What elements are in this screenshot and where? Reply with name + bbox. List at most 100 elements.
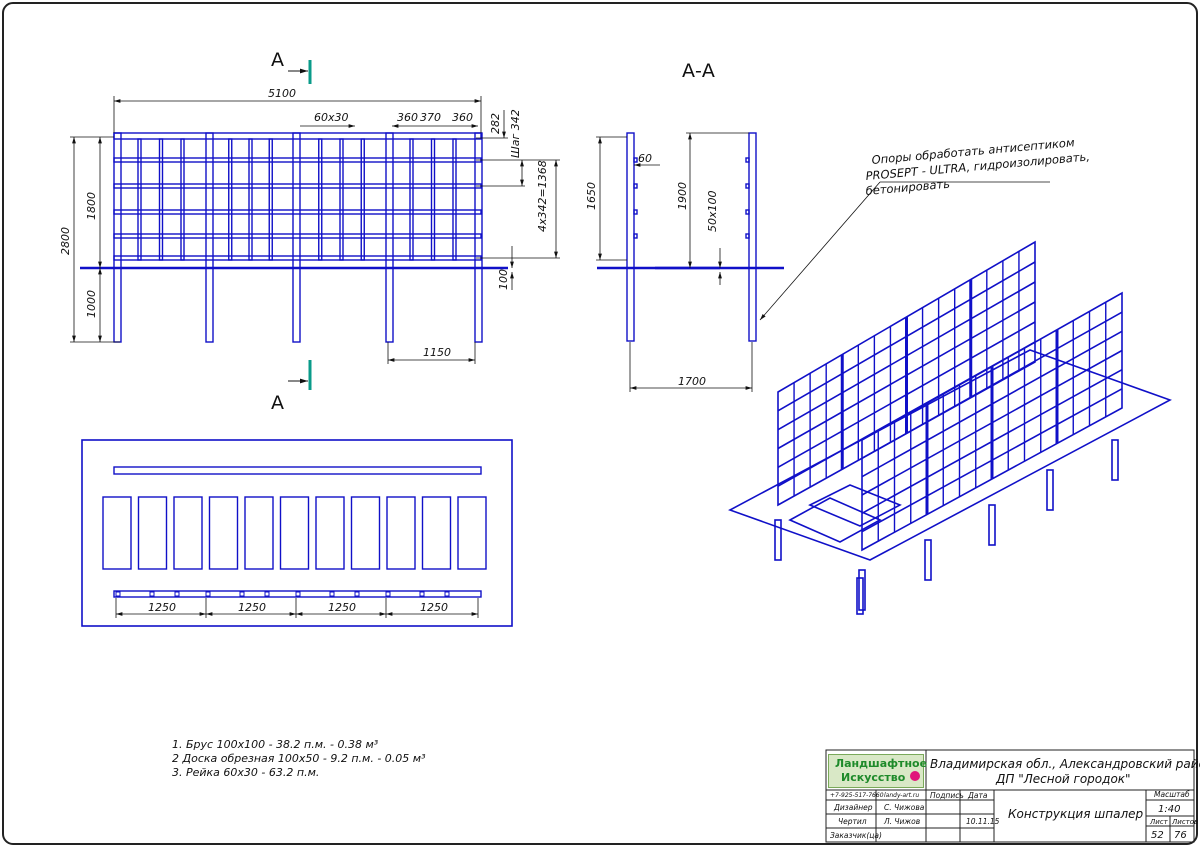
- spacing-b-label: 370: [420, 111, 441, 124]
- below-ground-label: 1000: [85, 290, 98, 318]
- board-piece: [279, 496, 310, 570]
- board-size-label: 50x100: [706, 190, 719, 232]
- vertical-slat: [360, 138, 365, 261]
- col-date: Дата: [967, 791, 988, 800]
- iso-post-leg: [774, 519, 782, 561]
- company-logo: Ландшафтное Искусство: [828, 754, 928, 788]
- iso-front-panel-rail: [861, 388, 1123, 533]
- iso-back-panel-rail: [777, 301, 1036, 450]
- dim-60-label: 60: [638, 152, 652, 165]
- materials-list: 1. Брус 100x100 - 38.2 п.м. - 0.38 м³ 2 …: [172, 738, 426, 779]
- location-line-2: ДП "Лесной городок": [995, 772, 1131, 786]
- front-view: [80, 132, 508, 343]
- board-piece: [208, 496, 239, 570]
- vertical-slat: [409, 138, 414, 261]
- step-label: Шаг 342: [509, 109, 522, 158]
- material-item-3: 3. Рейка 60x30 - 63.2 п.м.: [172, 766, 319, 779]
- drafter-name: Л. Чижов: [883, 817, 920, 826]
- sheets-label: Листов: [1171, 818, 1198, 826]
- above-ground-label: 1800: [85, 192, 98, 220]
- col-signature: Подпись: [930, 791, 964, 800]
- iso-back-panel-rail: [777, 261, 1036, 412]
- logo-dot-icon: [910, 771, 920, 781]
- logo-text-line-1: Ландшафтное: [835, 757, 928, 770]
- material-item-2: 2 Доска обрезная 100x50 - 9.2 п.м. - 0.0…: [172, 752, 426, 765]
- treatment-note: Опоры обработать антисептиком PROSEPT - …: [865, 135, 1090, 198]
- client-role: Заказчик(ца): [830, 831, 882, 840]
- vertical-slat: [268, 138, 273, 261]
- section-rail-mark: [633, 209, 638, 215]
- rail-knot: [115, 591, 121, 597]
- iso-post-leg: [858, 569, 866, 611]
- gap-100-label: 100: [497, 269, 510, 290]
- iso-front-panel-rail: [861, 311, 1123, 460]
- vertical-slat: [228, 138, 233, 261]
- rail-knot: [174, 591, 180, 597]
- scale-label: Масштаб: [1154, 790, 1190, 799]
- rail-knot: [385, 591, 391, 597]
- total-height-label: 2800: [59, 227, 72, 255]
- vertical-slat: [452, 138, 457, 261]
- front-view-dimension-text: 5100 2800 1800 1000 1150 60x30 360 370 3…: [59, 87, 549, 359]
- title-block: [825, 749, 1195, 843]
- dim-282-label: 282: [489, 113, 502, 134]
- plan-dim-3: 1250: [328, 601, 356, 614]
- rail-knot: [264, 591, 270, 597]
- title-block-text: +7-925-517-7660 landy-art.ru Подпись Дат…: [830, 757, 1200, 841]
- board-piece: [386, 496, 416, 570]
- height-1900-label: 1900: [676, 182, 689, 210]
- horizontal-rail: [113, 233, 482, 239]
- drafter-role: Чертил: [838, 817, 867, 826]
- section-dimensions: [596, 132, 1050, 392]
- section-rail-mark: [745, 157, 750, 163]
- rail-knot: [149, 591, 155, 597]
- vertical-slat: [430, 138, 436, 261]
- section-mark-bottom-label: A: [271, 392, 284, 414]
- horizontal-rail: [113, 183, 482, 189]
- sheet-number: 52: [1151, 830, 1164, 841]
- vertical-slat: [318, 138, 323, 261]
- board-piece: [244, 496, 274, 570]
- board-piece: [457, 496, 487, 570]
- section-rail-mark: [745, 183, 750, 189]
- rows-label: 4x342=1368: [536, 160, 549, 232]
- section-rail-mark: [745, 233, 750, 239]
- plan-dim-1: 1250: [148, 601, 176, 614]
- designer-name: С. Чижова: [884, 803, 925, 812]
- overall-width-label: 5100: [268, 87, 296, 100]
- spacing-a-label: 360: [397, 111, 418, 124]
- iso-post-leg: [1046, 469, 1054, 511]
- rail-knot: [354, 591, 360, 597]
- iso-post-leg: [1111, 439, 1119, 481]
- rail-knot: [419, 591, 425, 597]
- iso-back-panel-rail: [777, 321, 1036, 469]
- vertical-slat: [180, 138, 185, 261]
- rail-knot: [239, 591, 245, 597]
- rail-knot: [329, 591, 335, 597]
- spacing-c-label: 360: [452, 111, 473, 124]
- iso-post-leg: [988, 504, 996, 546]
- rail-knot: [205, 591, 211, 597]
- post-spacing-label: 1150: [423, 346, 451, 359]
- logo-text-line-2: Искусство: [841, 771, 906, 784]
- horizontal-rail: [113, 157, 482, 163]
- sheet-label: Лист: [1149, 818, 1169, 826]
- layout-plan: 1250 1250 1250 1250: [81, 439, 513, 627]
- section-mark-top: A: [271, 49, 312, 84]
- phone-text: +7-925-517-7660: [830, 792, 884, 799]
- designer-role: Дизайнер: [833, 803, 873, 812]
- vertical-slat: [339, 138, 344, 261]
- rail-knot: [295, 591, 301, 597]
- horizontal-rail: [113, 209, 482, 215]
- section-rail-mark: [633, 183, 638, 189]
- support-post: [205, 132, 214, 343]
- height-1650-label: 1650: [585, 182, 598, 210]
- isometric-view: [728, 240, 1172, 615]
- vertical-slat: [137, 138, 142, 261]
- iso-post-leg: [924, 539, 932, 581]
- board-piece: [137, 496, 168, 570]
- base-width-label: 1700: [678, 375, 706, 388]
- section-rail-mark: [633, 233, 638, 239]
- section-rail-mark: [633, 157, 638, 163]
